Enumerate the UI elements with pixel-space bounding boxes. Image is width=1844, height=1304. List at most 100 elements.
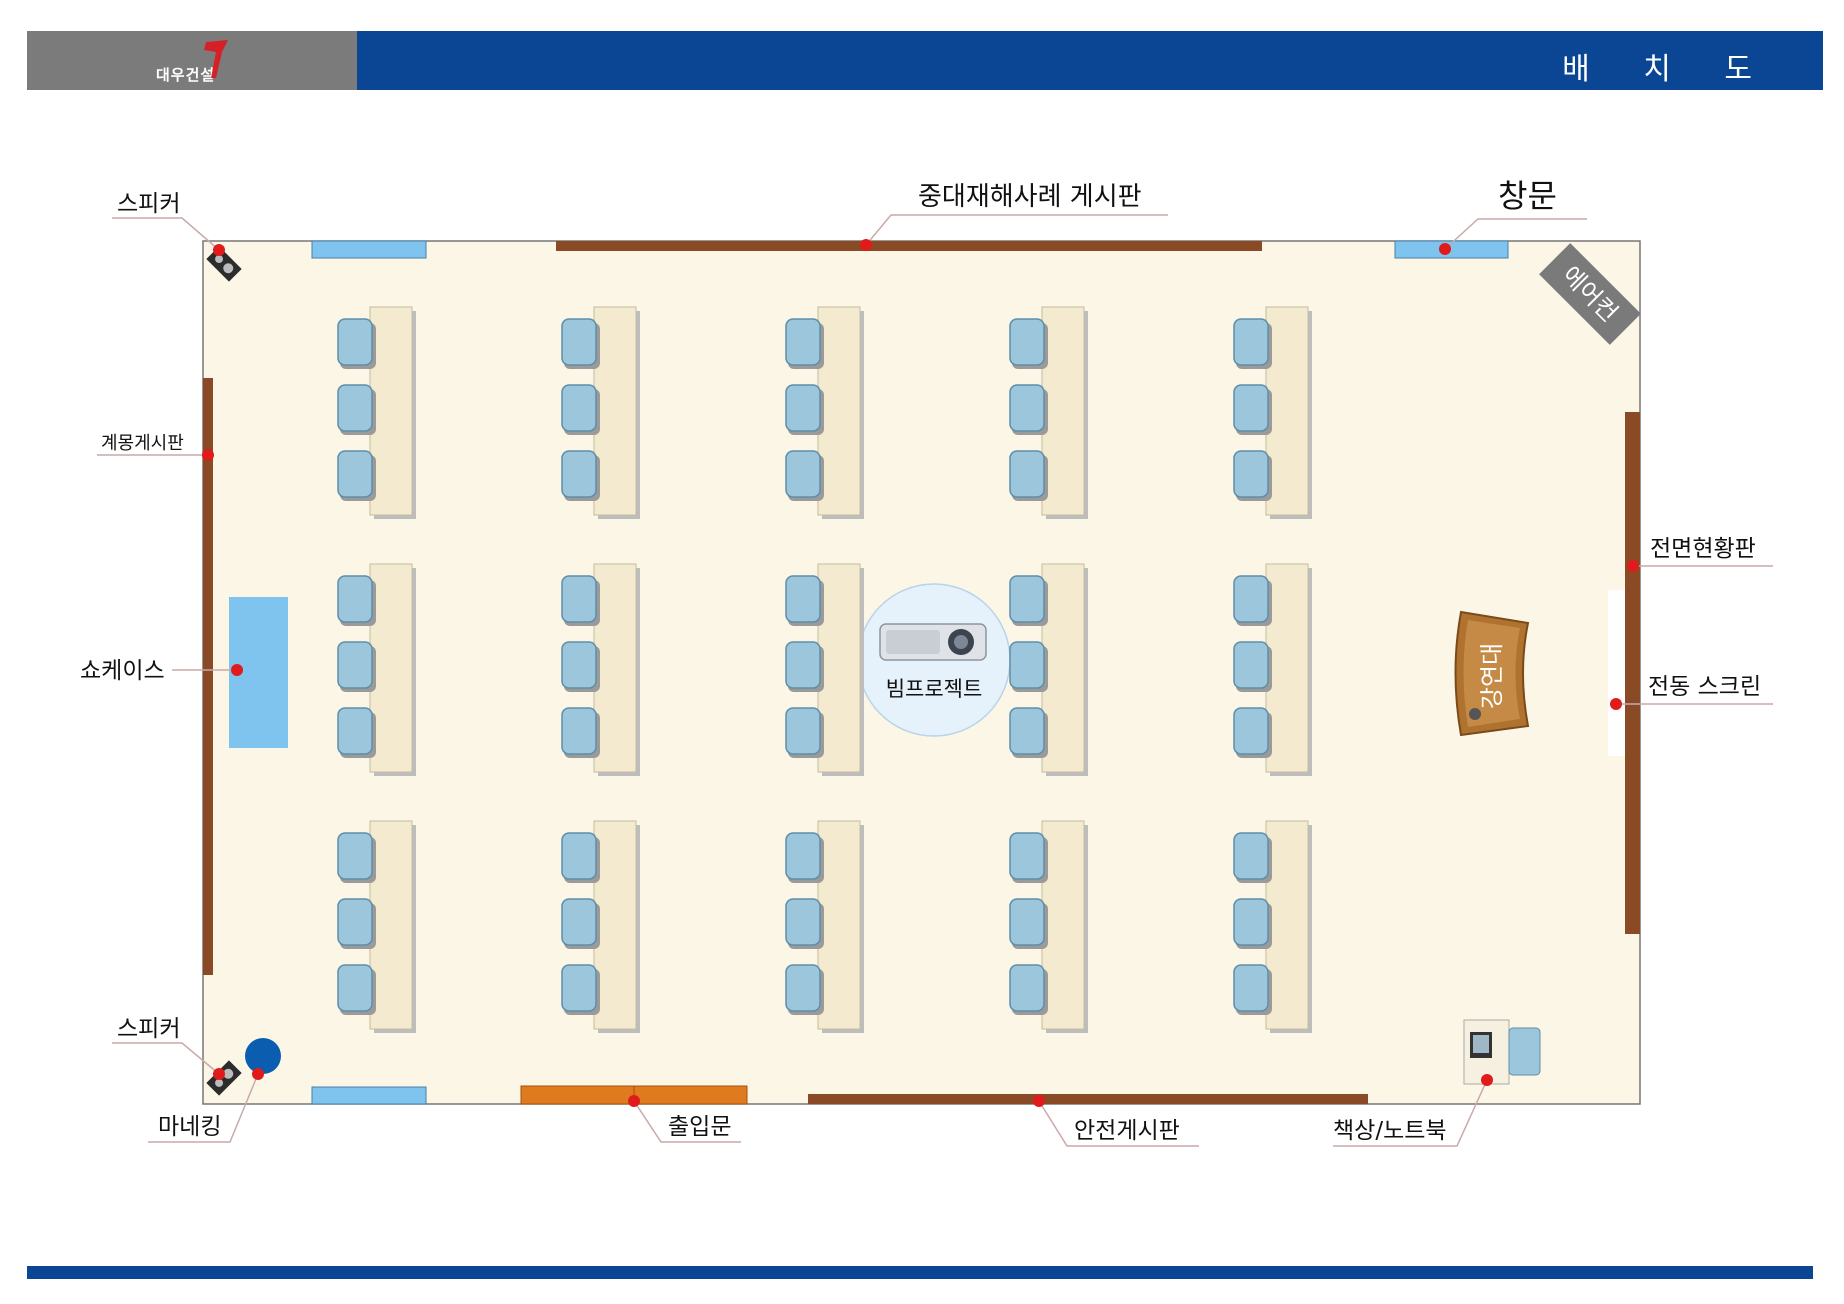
student-desk [369, 563, 413, 773]
electric-screen [1608, 590, 1625, 756]
desk-unit [1233, 306, 1312, 519]
student-chair [785, 384, 821, 432]
student-chair [1233, 450, 1269, 498]
label-front-status-board: 전면현황판 [1650, 536, 1756, 562]
student-desk [817, 306, 861, 516]
student-desk [1265, 306, 1309, 516]
desk-unit [337, 820, 416, 1033]
student-desk [1041, 563, 1085, 773]
window-top-left [311, 240, 427, 259]
desk-unit [785, 306, 864, 519]
student-chair [1009, 575, 1045, 623]
safety-board-line [1038, 1100, 1199, 1147]
desk-unit [785, 563, 864, 776]
marker-enlightenment-board [202, 449, 214, 461]
safety-board [808, 1094, 1368, 1104]
student-chair [1009, 898, 1045, 946]
student-chair [1009, 450, 1045, 498]
podium: 강연대 [1454, 610, 1530, 737]
student-chair [561, 641, 597, 689]
student-desk [1041, 306, 1085, 516]
beam-projector-label: 빔프로젝트 [886, 677, 983, 701]
student-chair [337, 641, 373, 689]
label-window: 창문 [1498, 177, 1557, 215]
desk-unit [1233, 563, 1312, 776]
accident-case-board [556, 241, 1262, 251]
label-accident-board: 중대재해사례 게시판 [918, 182, 1142, 212]
marker-desk-notebook [1481, 1074, 1493, 1086]
header-logo-block [27, 31, 357, 90]
label-mannequin: 마네킹 [158, 1114, 221, 1140]
student-chair [561, 318, 597, 366]
marker-safety-board [1033, 1095, 1045, 1107]
student-chair [1233, 318, 1269, 366]
marker-electric-screen [1610, 698, 1622, 710]
desk-unit [561, 563, 640, 776]
marker-mannequin [252, 1068, 264, 1080]
student-desk [593, 306, 637, 516]
student-desk [817, 563, 861, 773]
mannequin-line [148, 1073, 259, 1143]
student-chair [337, 707, 373, 755]
enlightenment-board [203, 378, 213, 975]
label-speaker-bottom: 스피커 [117, 1016, 180, 1042]
label-desk-notebook: 책상/노트북 [1333, 1118, 1447, 1144]
student-chair [561, 575, 597, 623]
window-bottom-left [311, 1086, 427, 1105]
student-desk [593, 563, 637, 773]
student-chair [785, 832, 821, 880]
student-chair [1233, 384, 1269, 432]
student-chair [561, 898, 597, 946]
student-chair [785, 450, 821, 498]
desk-unit [1009, 563, 1088, 776]
desk-unit [1009, 820, 1088, 1033]
speaker-top-line [112, 217, 220, 251]
student-chair [785, 964, 821, 1012]
student-desk [1265, 820, 1309, 1030]
marker-entrance [628, 1095, 640, 1107]
student-chair [337, 832, 373, 880]
student-chair [561, 707, 597, 755]
student-chair [561, 832, 597, 880]
student-chair [561, 964, 597, 1012]
student-chair [561, 384, 597, 432]
marker-speaker-top [213, 244, 225, 256]
label-enlightenment-board: 계몽게시판 [101, 433, 184, 454]
student-chair [1009, 832, 1045, 880]
student-chair [785, 707, 821, 755]
student-desk [1265, 563, 1309, 773]
speaker-top-icon [206, 246, 242, 282]
entrance-line [633, 1100, 741, 1143]
marker-front-status-board [1627, 560, 1639, 572]
seating-area [337, 306, 1312, 1033]
callout-lines [97, 214, 1773, 1147]
student-chair [337, 964, 373, 1012]
student-chair [1009, 318, 1045, 366]
student-chair [337, 384, 373, 432]
student-chair [785, 575, 821, 623]
student-desk [369, 820, 413, 1030]
label-entrance: 출입문 [668, 1114, 731, 1140]
desk-unit [337, 306, 416, 519]
marker-showcase [231, 664, 243, 676]
student-chair [337, 898, 373, 946]
student-chair [561, 450, 597, 498]
window-top-right [1394, 240, 1509, 259]
label-speaker-top: 스피커 [117, 191, 180, 217]
student-chair [337, 450, 373, 498]
label-showcase: 쇼케이스 [80, 658, 165, 684]
desk-unit [561, 306, 640, 519]
speaker-bottom-line [112, 1042, 220, 1075]
student-desk [817, 820, 861, 1030]
mannequin-icon [245, 1038, 281, 1074]
student-desk [593, 820, 637, 1030]
desk-unit [337, 563, 416, 776]
footer-bar [27, 1266, 1813, 1279]
header-bar [357, 31, 1823, 90]
student-chair [1233, 707, 1269, 755]
marker-window [1439, 243, 1451, 255]
marker-speaker-bottom [213, 1068, 225, 1080]
front-status-board [1625, 412, 1640, 934]
label-safety-board: 안전게시판 [1074, 1118, 1180, 1144]
